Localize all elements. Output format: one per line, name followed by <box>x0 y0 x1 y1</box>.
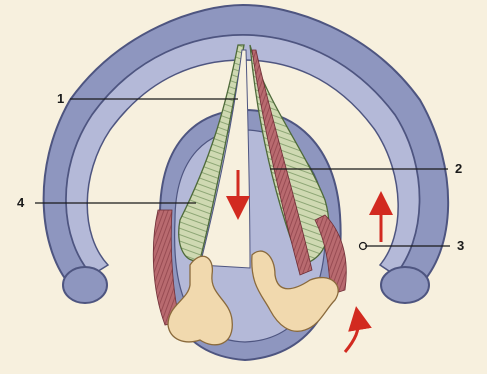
right-cartilage-end <box>381 267 429 303</box>
left-cartilage-end <box>63 267 107 303</box>
callout-label-1: 1 <box>57 92 64 106</box>
callout-label-4: 4 <box>17 196 24 210</box>
arrow-curved-icon <box>345 318 358 352</box>
callout-label-2: 2 <box>455 162 462 176</box>
callout-label-3: 3 <box>457 239 464 253</box>
